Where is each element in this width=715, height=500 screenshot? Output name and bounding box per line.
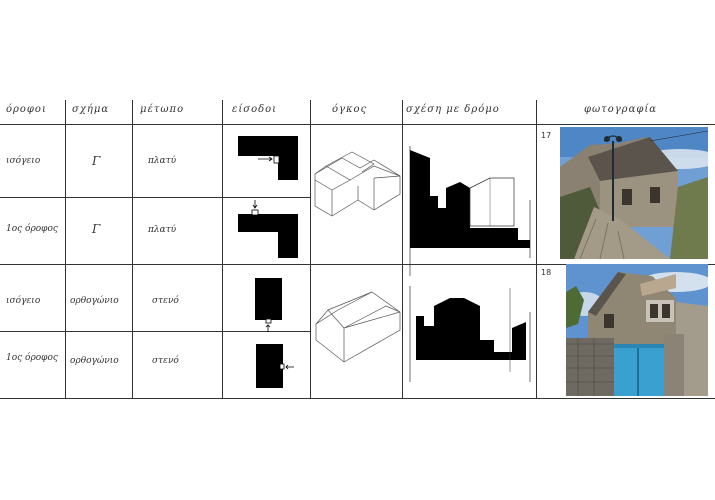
shape-label: ορθογώνιο (70, 296, 119, 306)
header-rule (0, 124, 715, 125)
facade-label: στενό (152, 296, 179, 306)
header-volume: όγκος (332, 104, 368, 115)
building-divider (0, 264, 715, 265)
column-divider (310, 100, 311, 398)
row-divider (0, 197, 310, 198)
photo-number: 18 (541, 268, 552, 277)
row-divider (0, 331, 310, 332)
header-entrances: είσοδοι (232, 104, 278, 115)
header-shape: σχήμα (72, 104, 110, 115)
photo-number: 17 (541, 131, 552, 140)
header-facade: μέτωπο (140, 104, 185, 115)
header-photo: φωτογραφία (584, 104, 657, 115)
facade-label: στενό (152, 356, 179, 366)
floor-plan-rectangle (255, 278, 282, 332)
volume-axonometric-l (314, 151, 401, 217)
column-divider (536, 100, 537, 398)
shape-label: Γ (92, 154, 101, 168)
volume-axonometric-gable (315, 291, 401, 363)
facade-label: πλατύ (148, 156, 177, 166)
building-photo (560, 127, 708, 259)
floor-plan-l-shape (238, 200, 298, 258)
building-photo-illustration (560, 127, 708, 259)
column-divider (132, 100, 133, 398)
floor-label: ισόγειο (6, 296, 41, 306)
shape-label: ορθογώνιο (70, 356, 119, 366)
bottom-rule (0, 398, 715, 399)
column-divider (402, 100, 403, 398)
column-divider (222, 100, 223, 398)
column-divider (65, 100, 66, 398)
street-section-building-17 (409, 146, 531, 276)
floor-label: 1ος όροφος (6, 353, 58, 363)
header-floors: όροφοι (6, 104, 47, 115)
building-photo (566, 264, 708, 396)
floor-label: 1ος όροφος (6, 224, 58, 234)
street-section-building-18 (409, 286, 531, 382)
floor-plan-l-shape (238, 136, 298, 180)
building-photo-illustration (566, 264, 708, 396)
facade-label: πλατύ (148, 225, 177, 235)
floor-label: ισόγειο (6, 156, 41, 166)
floor-plan-rectangle (256, 344, 294, 388)
shape-label: Γ (92, 222, 101, 236)
header-relation-to-street: σχέση με δρόμο (406, 104, 500, 115)
